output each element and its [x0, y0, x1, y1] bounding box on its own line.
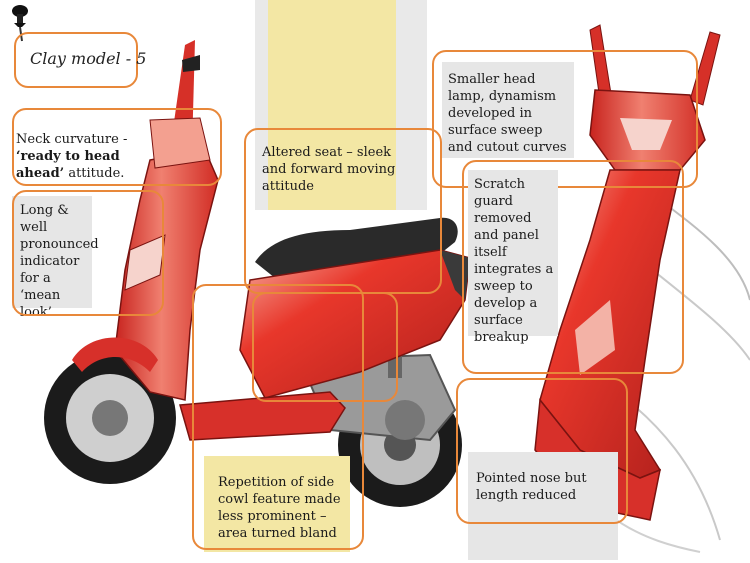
indicator-callout — [12, 190, 164, 316]
side-cowl-callout — [192, 284, 364, 550]
scratch-guard-note: Scratch guard removed and panel itself i… — [468, 170, 558, 345]
title-callout — [14, 32, 138, 88]
front-fender — [72, 337, 158, 372]
scratch-guard-callout — [462, 160, 684, 374]
headlamp-note: Smaller head lamp, dynamism developed in… — [442, 62, 574, 158]
indicator-note: Long & well pronounced indicator for a ‘… — [12, 196, 99, 320]
seat-note: Altered seat – sleek and forward moving … — [262, 145, 396, 194]
page-title: Clay model - 5 — [30, 49, 147, 68]
indicator — [124, 234, 166, 291]
front-view-sketch — [534, 24, 750, 553]
floorboard — [179, 391, 346, 441]
front-wheel — [44, 352, 176, 484]
neck-note: Neck curvature - ‘ready to head ahead’ a… — [16, 131, 166, 182]
neck-callout — [12, 108, 222, 186]
side-cowl-callout-upper — [252, 292, 398, 402]
side-cowl-note: Repetition of side cowl feature made les… — [204, 456, 350, 552]
backdrop-yellow-panel — [268, 0, 396, 210]
nose-callout — [456, 378, 628, 524]
nose-note: Pointed nose but length reduced — [468, 452, 618, 560]
neck-suffix: attitude. — [64, 166, 125, 181]
neck-bold: ‘ready to head ahead’ — [16, 149, 120, 181]
seat — [255, 217, 458, 282]
front-apron — [114, 149, 219, 401]
neck-prefix: Neck curvature - — [16, 132, 128, 147]
headlamp-callout — [432, 50, 698, 188]
